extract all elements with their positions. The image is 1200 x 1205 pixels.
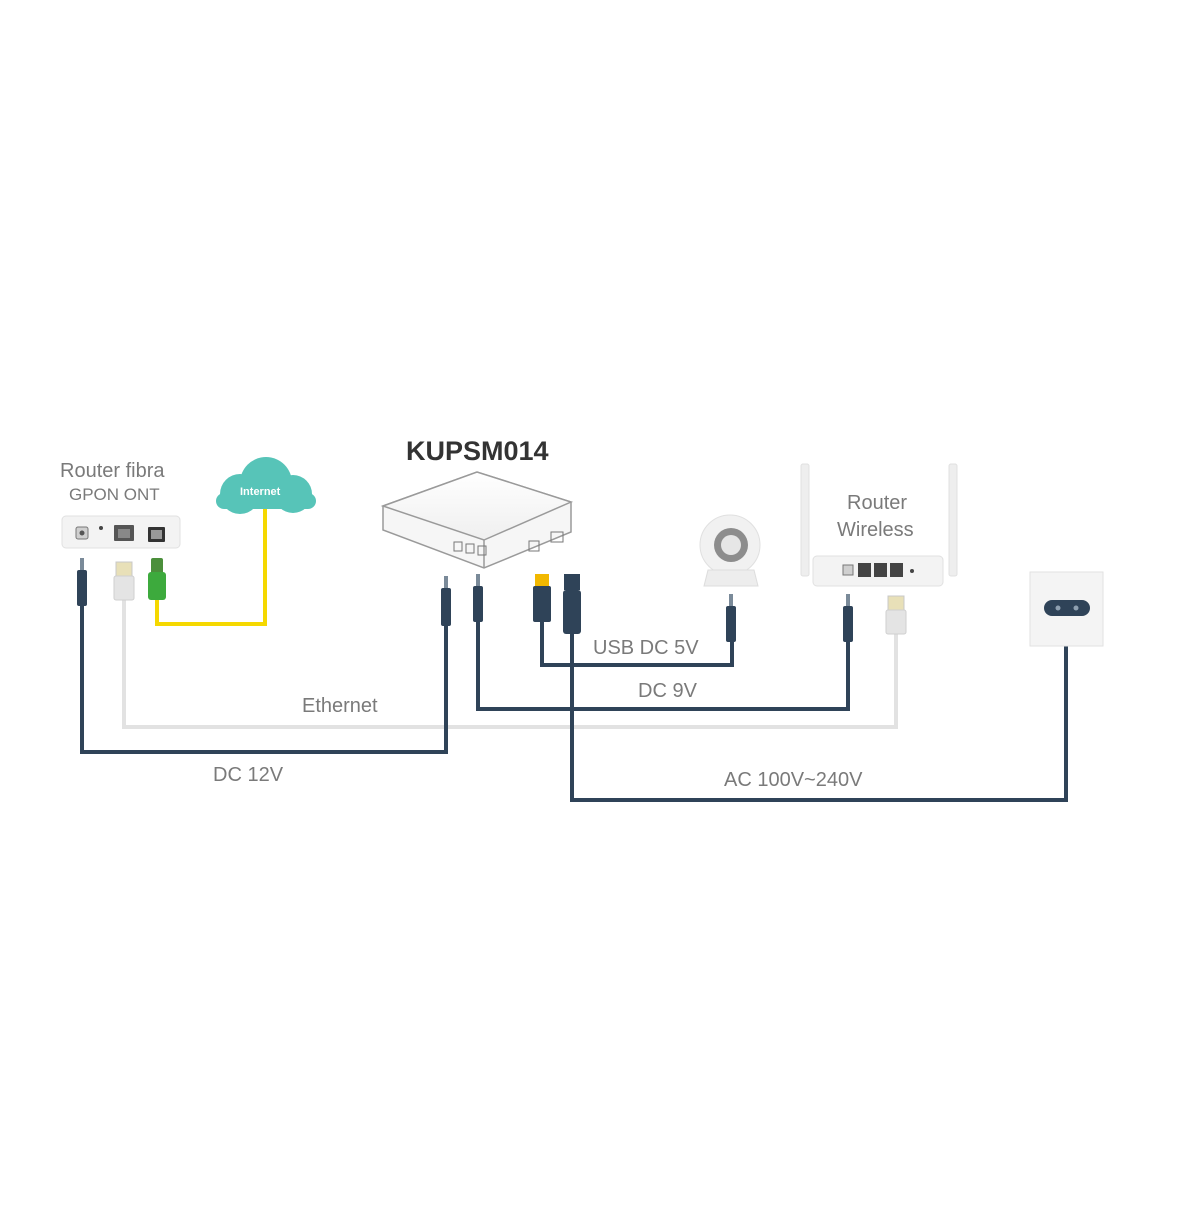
ups-device <box>380 471 574 569</box>
ethernet-label: Ethernet <box>302 695 378 717</box>
usb-dc-5v-cable <box>540 620 734 667</box>
product-title: KUPSM014 <box>406 436 549 466</box>
camera-icon <box>699 514 761 587</box>
ac-cable <box>570 616 1068 802</box>
rj45-plug-icon <box>885 595 907 635</box>
fiber-cable <box>155 504 267 626</box>
ont-label-line1: Router fibra <box>60 460 165 482</box>
dc-9v-cable <box>476 620 850 711</box>
usb-plug-icon <box>533 574 551 622</box>
router-label-line2: Wireless <box>837 519 914 541</box>
cloud-label: Internet <box>240 486 281 498</box>
router-wireless-device <box>800 463 958 587</box>
ac-plug-icon <box>563 574 581 634</box>
dc-plug-icon <box>726 594 736 642</box>
dc-12v-cable <box>80 605 448 754</box>
ac-label: AC 100V~240V <box>724 769 863 791</box>
rj45-plug-icon <box>113 561 135 601</box>
dc-plug-icon <box>473 574 483 622</box>
dc-9v-label: DC 9V <box>638 680 697 702</box>
ont-label-line2: GPON ONT <box>69 485 160 504</box>
dc-plug-icon <box>77 558 87 606</box>
dc-12v-label: DC 12V <box>213 764 284 786</box>
ont-device <box>61 515 181 549</box>
fiber-plug-icon <box>148 558 166 600</box>
wall-socket-icon <box>1029 571 1104 647</box>
usb-dc-5v-label: USB DC 5V <box>593 637 699 659</box>
dc-plug-icon <box>441 576 451 626</box>
ethernet-cable <box>122 598 898 729</box>
router-label-line1: Router <box>847 492 908 514</box>
dc-plug-icon <box>843 594 853 642</box>
cloud-icon <box>216 457 316 514</box>
